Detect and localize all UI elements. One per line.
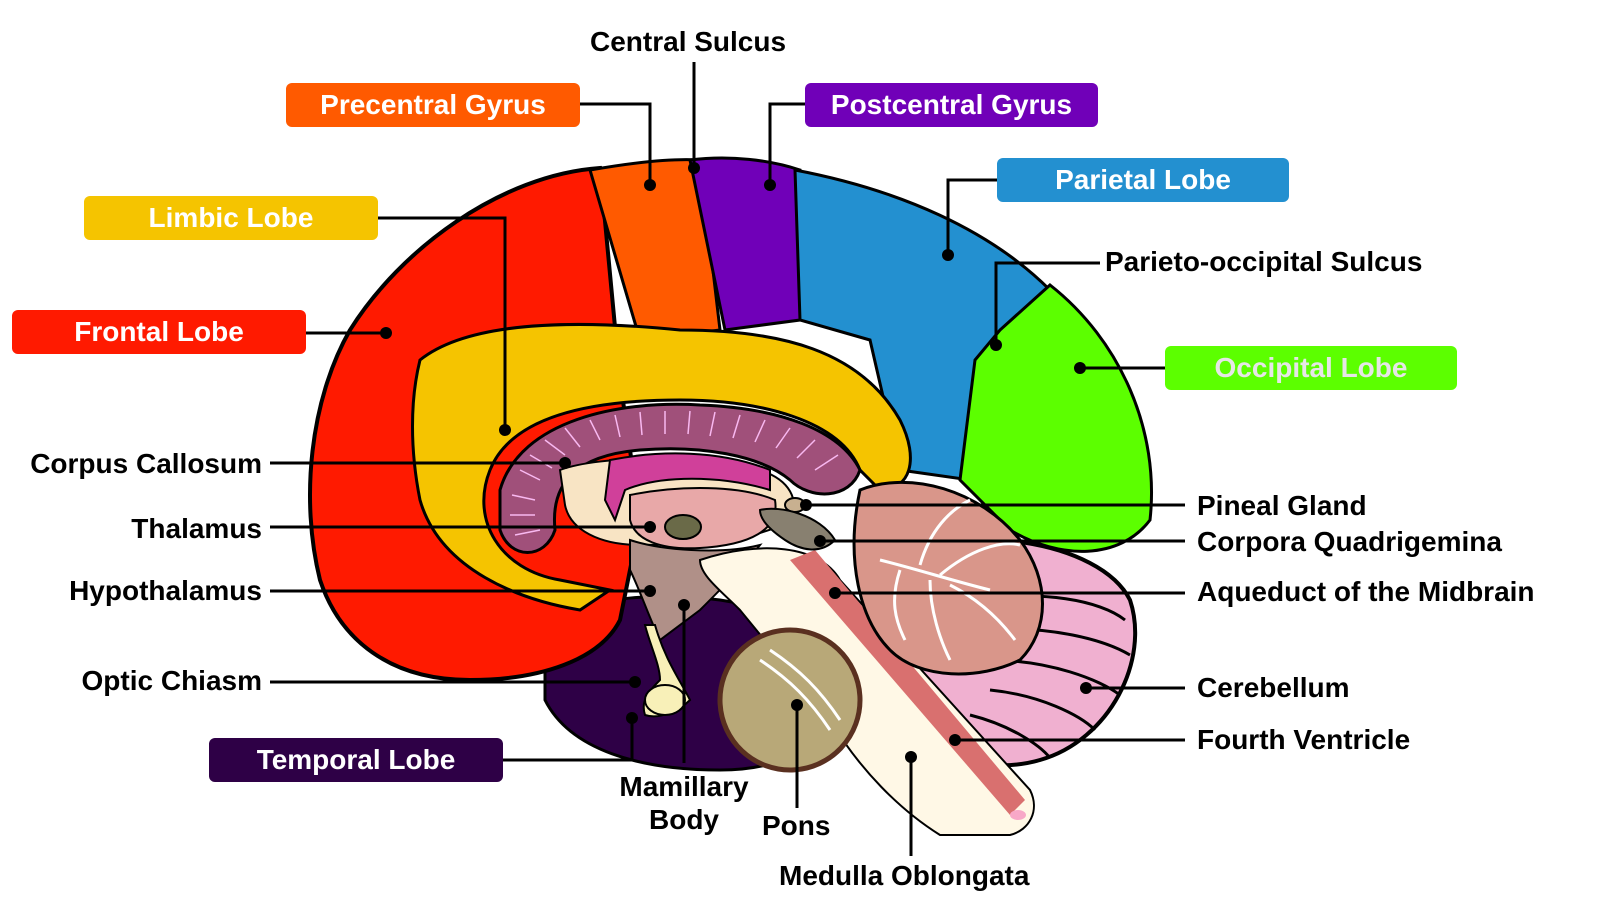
- leader-lines: [270, 62, 1185, 856]
- label-corpus-callosum: Corpus Callosum: [30, 448, 262, 479]
- label-central-sulcus: Central Sulcus: [590, 26, 787, 57]
- medulla-tip: [1010, 810, 1026, 820]
- label-postcentral-gyrus: Postcentral Gyrus: [805, 83, 1098, 127]
- cerebrum-occipital: [958, 283, 1153, 553]
- leader-parieto-occipital: [994, 261, 1100, 345]
- label-precentral-gyrus: Precentral Gyrus: [286, 83, 580, 127]
- label-aqueduct-of-midbrain: Aqueduct of the Midbrain: [1197, 576, 1535, 607]
- label-temporal-lobe: Temporal Lobe: [209, 738, 503, 782]
- label-fourth-ventricle: Fourth Ventricle: [1197, 724, 1411, 755]
- leader-precentral: [580, 102, 652, 185]
- arbor-vitae: [879, 498, 1021, 661]
- label-parieto-occipital-sulcus: Parieto-occipital Sulcus: [1105, 246, 1423, 277]
- pointer-dots: [380, 162, 1092, 763]
- interthalamic-adhesion: [664, 514, 702, 540]
- label-parietal-lobe: Parietal Lobe: [997, 158, 1289, 202]
- label-optic-chiasm: Optic Chiasm: [81, 665, 262, 696]
- brainstem-region: [698, 547, 1035, 836]
- label-frontal-lobe: Frontal Lobe: [12, 310, 306, 354]
- leader-parietal: [946, 178, 997, 255]
- pons-fibers: [759, 648, 842, 731]
- label-limbic-lobe: Limbic Lobe: [84, 196, 378, 240]
- label-pons: Pons: [762, 810, 831, 841]
- label-pineal-gland: Pineal Gland: [1197, 490, 1367, 521]
- pituitary: [644, 684, 686, 716]
- pons-region: [717, 627, 863, 773]
- label-corpora-quadrigemina: Corpora Quadrigemina: [1197, 526, 1502, 557]
- thalamus-body: [629, 487, 777, 550]
- label-cerebellum: Cerebellum: [1197, 672, 1350, 703]
- limbic-lobe-region: [411, 322, 912, 612]
- label-thalamus: Thalamus: [131, 513, 262, 544]
- label-medulla-oblongata: Medulla Oblongata: [779, 860, 1030, 891]
- label-mamillary-line1: Mamillary: [619, 771, 749, 802]
- fornix-region: [603, 452, 771, 523]
- aqueduct-channel: [790, 550, 1025, 815]
- leader-temporal: [503, 718, 634, 762]
- corpus-callosum-region: [498, 402, 862, 554]
- label-hypothalamus: Hypothalamus: [69, 575, 262, 606]
- leader-postcentral: [768, 102, 805, 185]
- label-mamillary-line2: Body: [649, 804, 719, 835]
- label-occipital-lobe: Occipital Lobe: [1165, 346, 1457, 390]
- leader-limbic: [378, 216, 507, 430]
- label-mamillary-body: Mamillary Body: [604, 770, 764, 836]
